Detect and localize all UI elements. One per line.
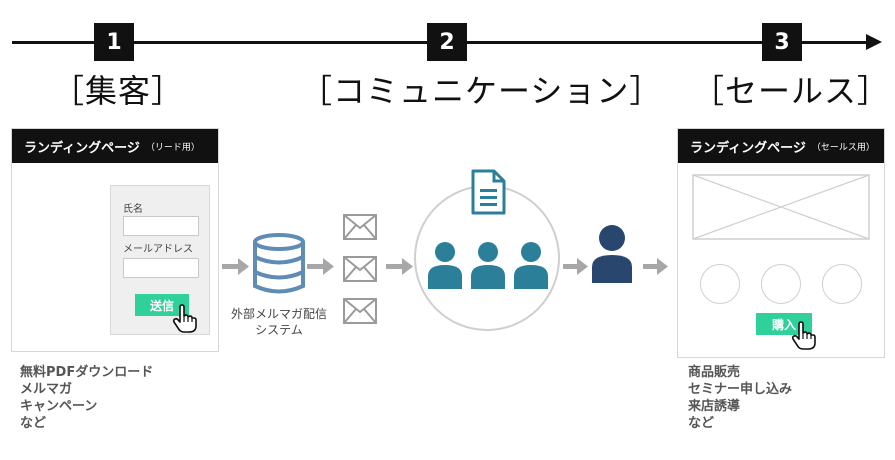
submit-button[interactable]: 送信 bbox=[135, 294, 189, 316]
sales-card-title: ランディングページ bbox=[690, 140, 806, 156]
lead-notes-list: 無料PDFダウンロード メルマガ キャンペーン など bbox=[20, 364, 153, 432]
arrow-right-icon bbox=[386, 258, 413, 275]
lead-note-item: メルマガ bbox=[20, 382, 73, 397]
sales-card-header: ランディングページ （セールス用） bbox=[678, 129, 884, 163]
sales-note-item: 来店誘導 bbox=[688, 399, 741, 414]
database-icon bbox=[253, 233, 305, 294]
step-2-label: ［コミュニケーション］ bbox=[300, 72, 663, 110]
user-group-icon bbox=[428, 242, 548, 289]
step-2-number: 2 bbox=[427, 23, 467, 61]
timeline-arrow-icon bbox=[866, 34, 882, 50]
circle-placeholder bbox=[822, 264, 862, 304]
buy-button[interactable]: 購入 bbox=[756, 313, 812, 335]
lead-form-panel: 氏名 メールアドレス 送信 bbox=[110, 185, 210, 335]
lead-note-item: など bbox=[20, 416, 47, 431]
document-icon bbox=[471, 169, 506, 215]
mail-icon bbox=[343, 298, 377, 328]
lead-note-item: キャンペーン bbox=[20, 399, 98, 414]
lead-note-item: 無料PDFダウンロード bbox=[20, 365, 154, 380]
hand-cursor-icon bbox=[172, 304, 197, 333]
name-field[interactable] bbox=[123, 216, 199, 236]
sales-note-item: 商品販売 bbox=[688, 365, 741, 380]
lead-card-subtitle: （リード用） bbox=[145, 142, 200, 153]
hand-cursor-icon bbox=[791, 321, 816, 350]
name-label: 氏名 bbox=[123, 204, 143, 215]
person-icon bbox=[592, 225, 632, 283]
step-3-label: ［セールス］ bbox=[692, 72, 891, 110]
database-caption-line: システム bbox=[255, 323, 303, 337]
email-field[interactable] bbox=[123, 258, 199, 278]
arrow-right-icon bbox=[222, 258, 249, 275]
sales-landing-page-card: ランディングページ （セールス用） 購入 bbox=[677, 128, 885, 358]
sales-note-item: セミナー申し込み bbox=[688, 382, 793, 397]
circle-placeholder bbox=[761, 264, 801, 304]
image-placeholder bbox=[692, 174, 870, 240]
step-1-label: ［集客］ bbox=[52, 72, 185, 110]
lead-card-title: ランディングページ bbox=[24, 140, 140, 156]
sales-notes-list: 商品販売 セミナー申し込み 来店誘導 など bbox=[688, 364, 792, 432]
lead-landing-page-card: ランディングページ （リード用） 氏名 メールアドレス 送信 bbox=[11, 128, 219, 352]
arrow-right-icon bbox=[307, 258, 334, 275]
sales-card-subtitle: （セールス用） bbox=[811, 142, 875, 153]
step-1-number: 1 bbox=[94, 23, 134, 61]
mail-icon bbox=[343, 214, 377, 244]
sales-note-item: など bbox=[688, 416, 715, 431]
mail-icon bbox=[343, 256, 377, 286]
circle-placeholder bbox=[700, 264, 740, 304]
step-3-number: 3 bbox=[762, 23, 802, 61]
database-caption: 外部メルマガ配信 システム bbox=[214, 306, 344, 338]
email-label: メールアドレス bbox=[123, 244, 193, 255]
arrow-right-icon bbox=[643, 258, 668, 275]
lead-card-header: ランディングページ （リード用） bbox=[12, 129, 218, 163]
arrow-right-icon bbox=[563, 258, 588, 275]
database-caption-line: 外部メルマガ配信 bbox=[230, 307, 327, 321]
